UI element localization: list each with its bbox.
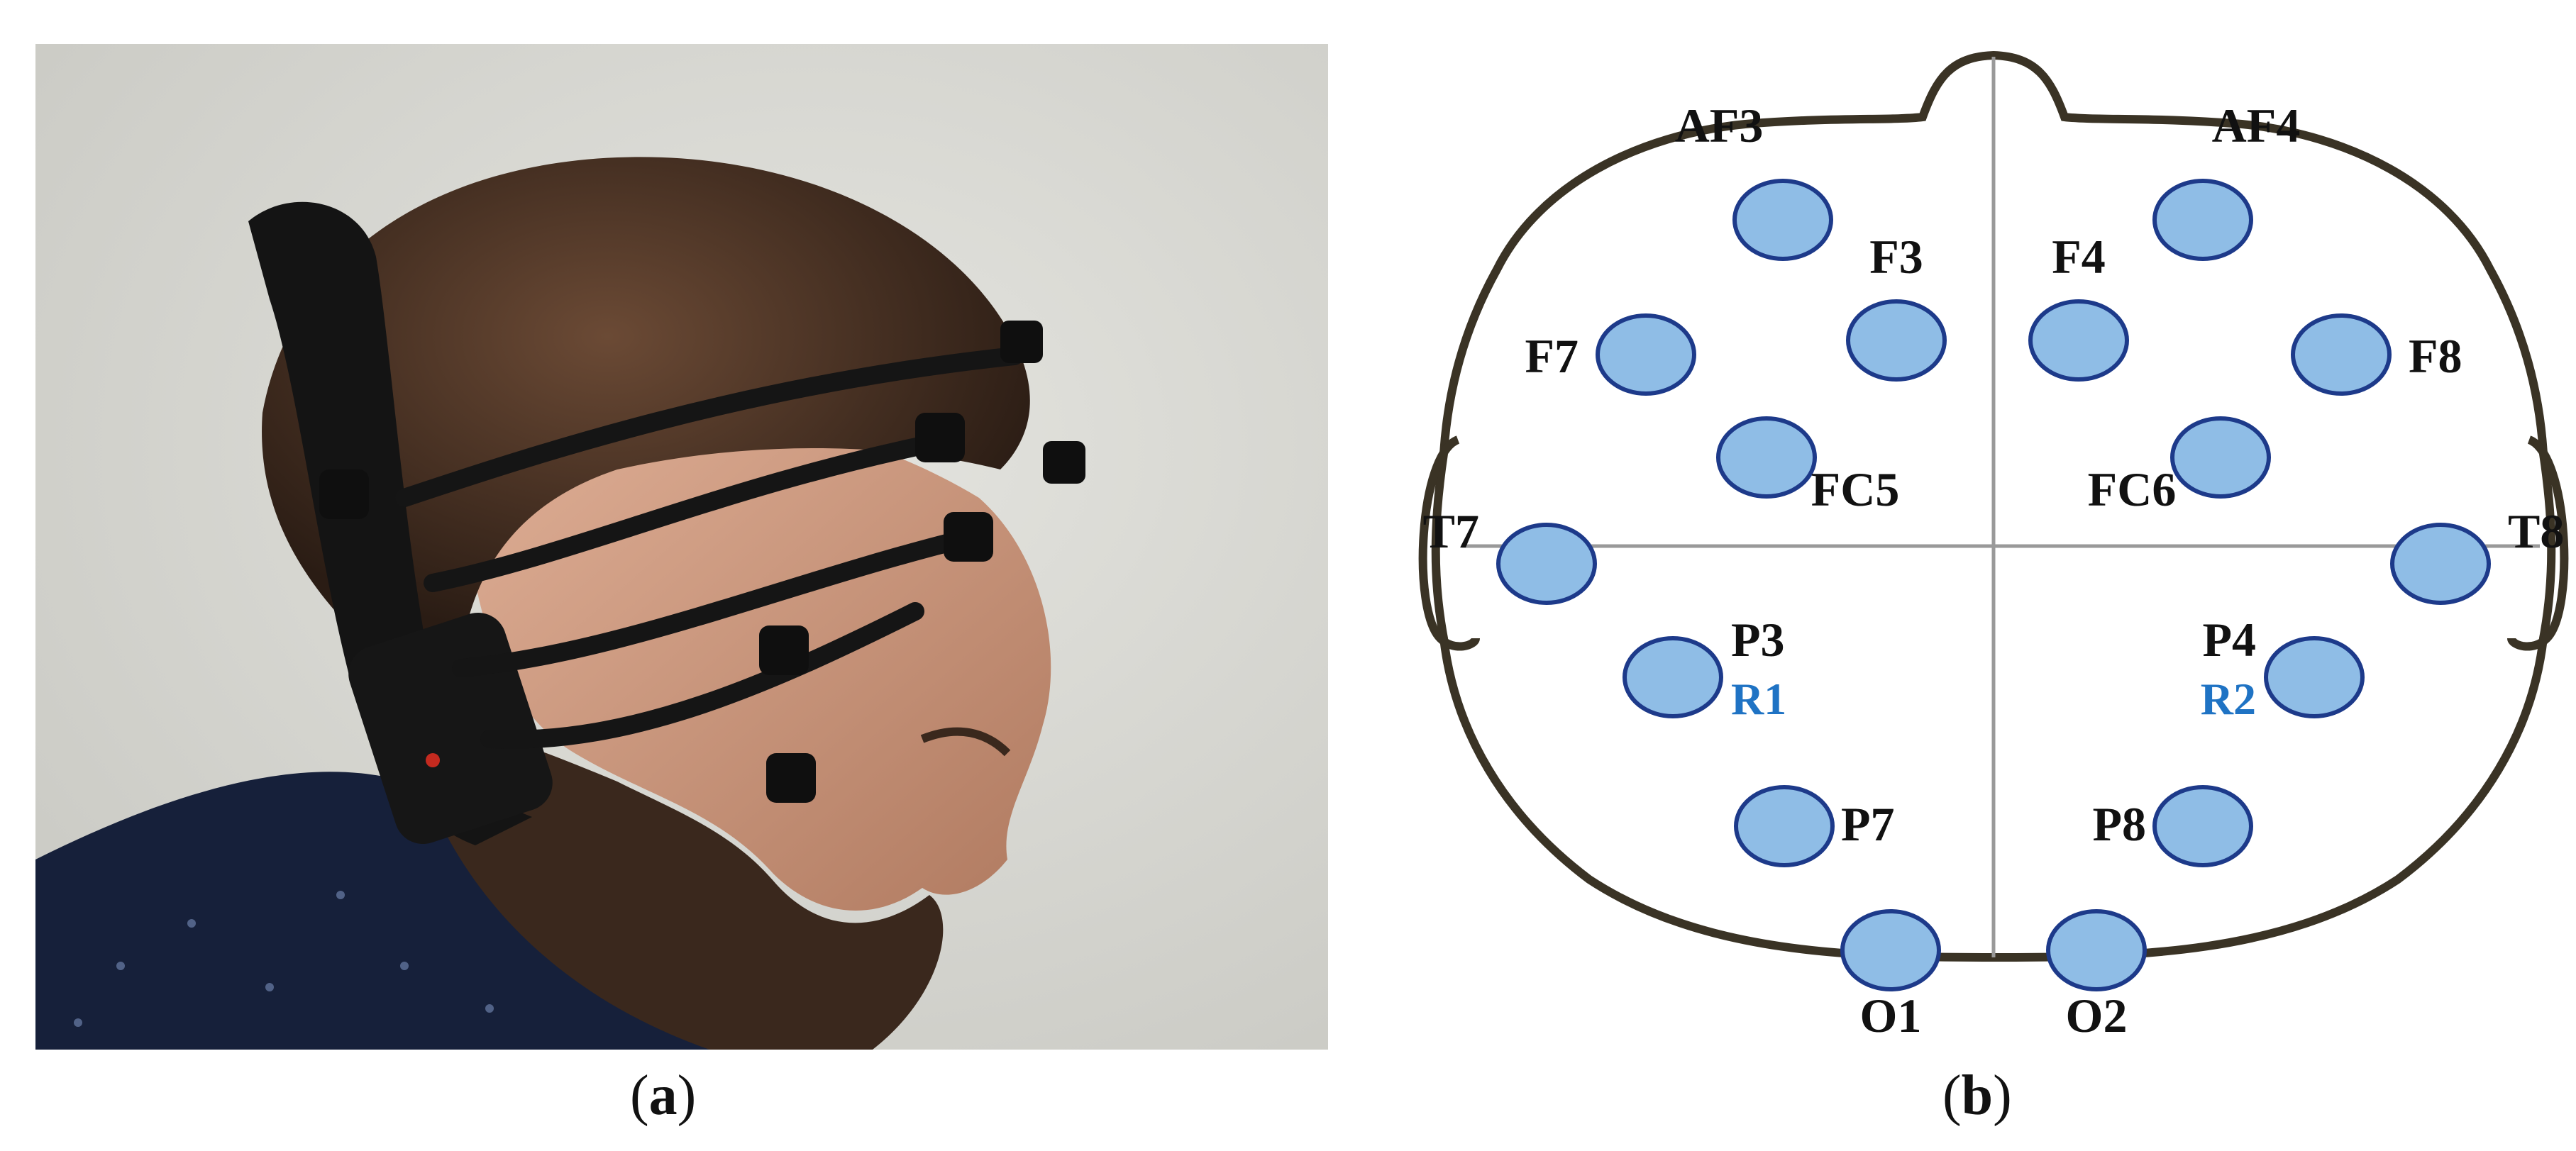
caption-b: (b) [1942, 1064, 2012, 1127]
left-ear [1418, 435, 1480, 651]
electrode-o1 [1840, 909, 1941, 991]
electrode-fc6 [2170, 416, 2271, 499]
electrode-f8 [2291, 313, 2392, 396]
electrode-p7 [1734, 785, 1835, 867]
electrode-label-o1: O1 [1860, 989, 1922, 1042]
electrode-label-fc5: FC5 [1811, 462, 1900, 516]
caption-a-letter: a [648, 1064, 678, 1127]
electrode-label-p3: P3 [1731, 613, 1785, 667]
reference-label-r1: R1 [1731, 674, 1786, 724]
electrode-o2 [2046, 909, 2147, 991]
electrode-label-p4: P4 [2202, 613, 2256, 667]
electrode-label-af3: AF3 [1675, 99, 1764, 152]
electrode-af4 [2152, 179, 2253, 261]
right-ear [2507, 435, 2569, 651]
sensor-pods [319, 321, 1085, 803]
electrode-label-t7: T7 [1423, 504, 1479, 558]
electrode-label-o2: O2 [2066, 989, 2128, 1042]
electrode-fc5 [1716, 416, 1817, 499]
electrode-p4 [2264, 636, 2365, 718]
headset-photo [35, 44, 1328, 1050]
electrode-p3 [1623, 636, 1723, 718]
headset-band [248, 201, 532, 845]
caption-b-letter: b [1961, 1064, 1994, 1127]
electrode-label-t8: T8 [2508, 504, 2564, 558]
headset-logo [426, 753, 440, 767]
electrode-label-p8: P8 [2092, 797, 2146, 851]
electrode-label-af4: AF4 [2212, 99, 2301, 152]
electrode-f3 [1846, 299, 1947, 382]
hair [262, 157, 1030, 669]
electrode-t7 [1496, 523, 1597, 605]
caption-a: (a) [630, 1064, 697, 1127]
electrode-label-f4: F4 [2052, 230, 2106, 284]
electrode-label-f7: F7 [1525, 329, 1579, 383]
electrode-f7 [1596, 313, 1696, 396]
headset-photo-drawing [35, 44, 1328, 1050]
electrode-p8 [2152, 785, 2253, 867]
electrode-t8 [2390, 523, 2491, 605]
electrode-label-fc6: FC6 [2088, 462, 2177, 516]
reference-label-r2: R2 [2201, 674, 2256, 724]
electrode-label-p7: P7 [1841, 797, 1895, 851]
electrode-f4 [2028, 299, 2129, 382]
electrode-af3 [1732, 179, 1833, 261]
electrode-label-f8: F8 [2409, 329, 2462, 383]
electrode-label-f3: F3 [1869, 230, 1923, 284]
